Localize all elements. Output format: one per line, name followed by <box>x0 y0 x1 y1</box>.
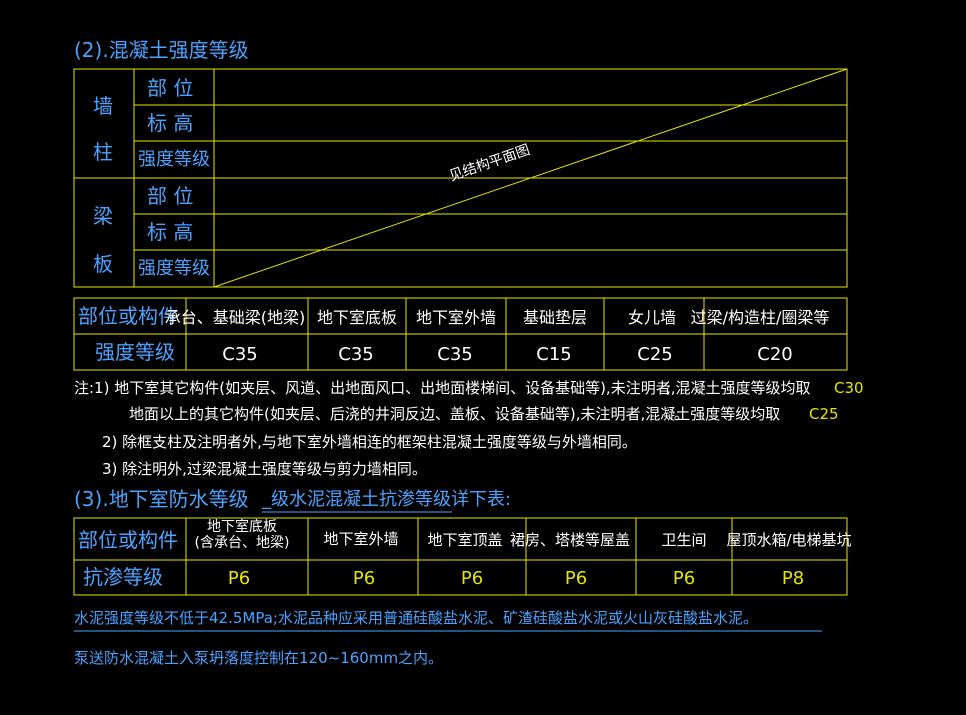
section2-title: (2).混凝土强度等级 <box>74 38 249 62</box>
table3-col-grade: P6 <box>352 568 376 589</box>
note-1a-tail: ; <box>666 379 672 397</box>
table2-col-grade: C15 <box>536 344 572 365</box>
table2-col-name: 基础垫层 <box>522 308 588 327</box>
table3-col-grade: P6 <box>227 568 251 589</box>
table2-col-name: 地下室外墙 <box>415 308 497 327</box>
table3-col-grade: P6 <box>460 568 484 589</box>
beam-row-elev: 标 高 <box>147 220 194 244</box>
wall-row-grade: 强度等级 <box>138 149 210 170</box>
table3-col-name: 屋顶水箱/电梯基坑 <box>726 531 852 549</box>
table3-col-grade: P6 <box>672 568 696 589</box>
beam-label: 梁 <box>93 204 113 228</box>
note-3: 3) 除注明外,过梁混凝土强度等级与剪力墙相同。 <box>102 460 427 478</box>
table2-col-grade: C20 <box>757 344 793 365</box>
table2-col-grade: C35 <box>437 344 473 365</box>
beam-row-part: 部 位 <box>147 184 194 208</box>
beam-row-grade: 强度等级 <box>138 258 210 279</box>
wall-label: 墙 <box>93 94 113 118</box>
table2-col-name: 女儿墙 <box>627 308 677 327</box>
table3-col-name: 地下室顶盖 <box>427 531 503 549</box>
table2-col-name: 过梁/构造柱/圈梁等 <box>690 308 830 327</box>
table3-col-name: 卫生间 <box>661 531 707 549</box>
table3-border <box>73 517 848 596</box>
table3-col-grade: P8 <box>781 568 805 589</box>
table2-col-name: 地下室底板 <box>316 308 398 327</box>
footer-line-2: 泵送防水混凝土入泵坍落度控制在120~160mm之内。 <box>74 649 444 667</box>
note-1b-value: C25 <box>809 405 839 423</box>
note-1b: 地面以上的其它构件(如夹层、后浇的井洞反边、盖板、设备基础等),未注明者,混凝土… <box>129 405 781 423</box>
wall-row-part: 部 位 <box>147 76 194 100</box>
table2-col-grade: C35 <box>338 344 374 365</box>
note-1b-tail: 。 <box>674 405 690 423</box>
note-1a-value: C30 <box>834 379 864 397</box>
table3-col-name: 地下室底板 (含承台、地梁) <box>194 519 290 551</box>
section3-title: (3).地下室防水等级 <box>74 487 249 511</box>
table2-grade-label: 强度等级 <box>95 340 175 364</box>
note-2: 2) 除框支柱及注明者外,与地下室外墙相连的框架柱混凝土强度等级与外墙相同。 <box>102 433 637 451</box>
table3-part-label: 部位或构件 <box>78 528 178 552</box>
table3-col-name: 地下室外墙 <box>323 530 399 548</box>
column-label: 柱 <box>93 140 113 164</box>
table3-col-grade: P6 <box>564 568 588 589</box>
table2-col-grade: C25 <box>637 344 673 365</box>
table3-col-name: 裙房、塔楼等屋盖 <box>509 531 631 549</box>
table3-grade-label: 抗渗等级 <box>83 565 163 589</box>
footer-line-1: 水泥强度等级不低于42.5MPa;水泥品种应采用普通硅酸盐水泥、矿渣硅酸盐水泥或… <box>74 609 758 627</box>
note-1a: 注:1) 地下室其它构件(如夹层、风道、出地面风口、出地面楼梯间、设备基础等),… <box>74 379 811 397</box>
wall-row-elev: 标 高 <box>147 111 194 135</box>
table2-part-label: 部位或构件 <box>78 304 178 328</box>
slab-label: 板 <box>93 252 113 276</box>
section3-subtitle: _级水泥混凝土抗渗等级详下表: <box>262 489 512 510</box>
table2-col-grade: C35 <box>222 344 258 365</box>
table2-col-name: 承台、基础梁(地梁) <box>164 308 306 327</box>
diagonal-line <box>213 68 848 288</box>
